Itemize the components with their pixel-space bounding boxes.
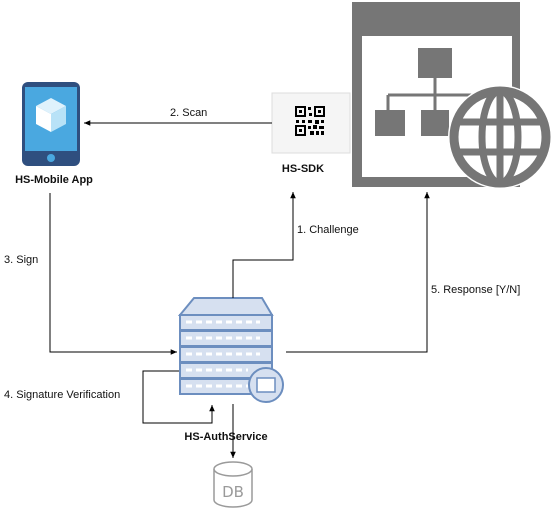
web-sitemap-globe-icon — [352, 2, 552, 189]
auth-service-label: HS-AuthService — [184, 431, 267, 443]
signature-verification-arrow — [142, 370, 215, 424]
server-icon — [177, 297, 284, 403]
challenge-label: 1. Challenge — [297, 224, 359, 236]
response-arrow — [286, 192, 430, 353]
response-label: 5. Response [Y/N] — [431, 284, 520, 296]
database-icon — [213, 461, 253, 508]
signature-verification-label: 4. Signature Verification — [4, 389, 120, 401]
smartphone-icon — [22, 82, 80, 166]
qr-code-icon — [271, 92, 351, 154]
mobile-app-label: HS-Mobile App — [15, 174, 93, 186]
database-label: DB — [222, 483, 244, 501]
sign-arrow — [49, 193, 177, 355]
sdk-label: HS-SDK — [282, 163, 324, 175]
scan-label: 2. Scan — [170, 107, 207, 119]
challenge-arrow — [232, 192, 296, 298]
sign-label: 3. Sign — [4, 254, 38, 266]
